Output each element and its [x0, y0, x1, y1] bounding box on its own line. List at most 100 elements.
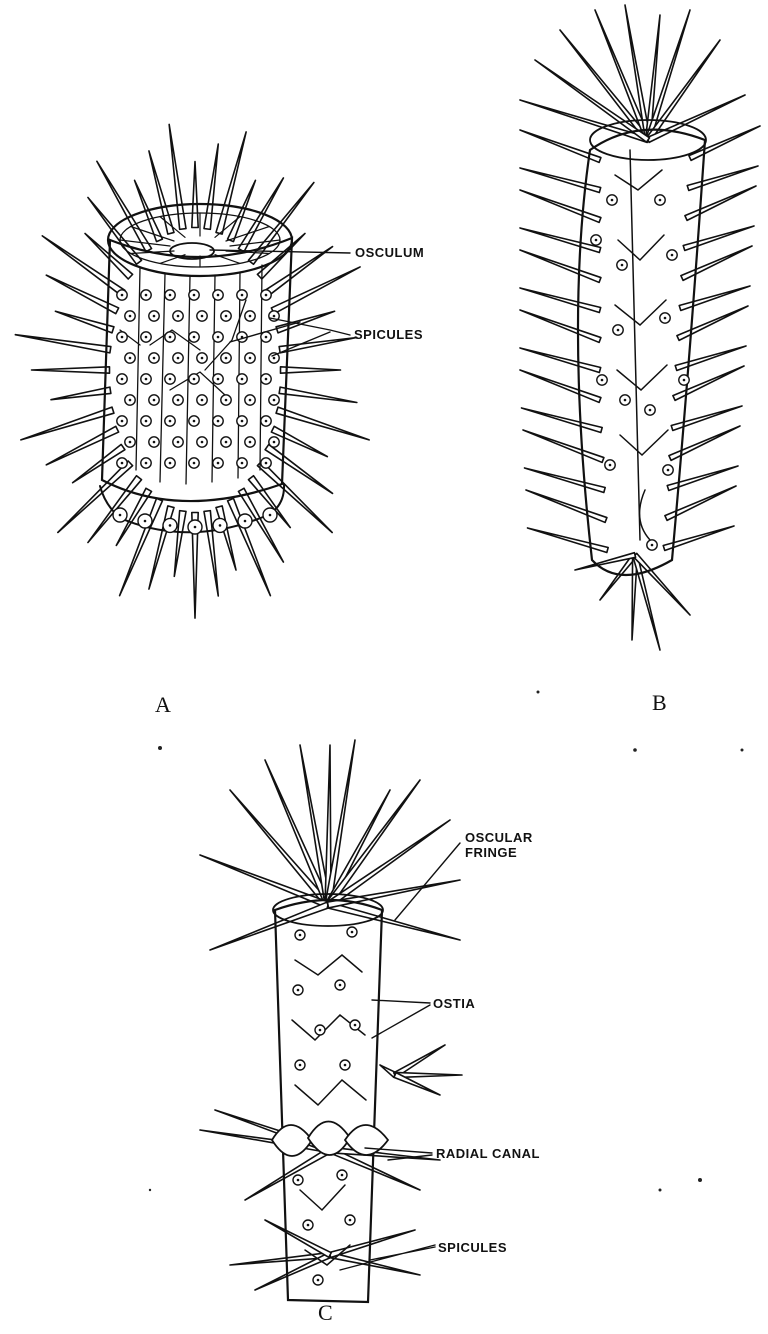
label-radial-canal: RADIAL CANAL — [436, 1146, 540, 1161]
spicule — [32, 367, 110, 373]
ostium-center — [225, 357, 228, 360]
spicule — [520, 228, 601, 253]
ostium-center — [177, 357, 180, 360]
ostium-center — [651, 544, 654, 547]
ostium-center — [664, 317, 667, 320]
figure-b-sponge — [520, 5, 760, 650]
ostium-center — [194, 526, 197, 529]
ostium-center — [225, 399, 228, 402]
panel-letter-c: C — [318, 1300, 333, 1326]
ostium-center — [265, 294, 268, 297]
ostium-center — [319, 1029, 322, 1032]
ostium-center — [169, 420, 172, 423]
label-spicules-c: SPICULES — [438, 1240, 507, 1255]
ostium-center — [121, 336, 124, 339]
label-oscular-fringe-line1: OSCULAR — [465, 830, 533, 845]
ostium-center — [249, 399, 252, 402]
ostium-center — [297, 989, 300, 992]
ostium-center — [121, 294, 124, 297]
ostium-center — [129, 357, 132, 360]
label-oscular-fringe-line2: FRINGE — [465, 845, 517, 860]
ostium-center — [129, 399, 132, 402]
spicule — [281, 367, 341, 373]
spicule — [520, 190, 601, 222]
ostium-center — [121, 420, 124, 423]
ostium-center — [265, 378, 268, 381]
ostium-center — [273, 315, 276, 318]
spicule — [271, 267, 360, 314]
ostium-center — [193, 294, 196, 297]
ostium-center — [145, 294, 148, 297]
ostium-center — [354, 1024, 357, 1027]
ostium-center — [269, 514, 272, 517]
ostium-center — [217, 462, 220, 465]
ostium-center — [177, 315, 180, 318]
ostium-center — [265, 420, 268, 423]
ostium-center — [265, 336, 268, 339]
ostium-center — [601, 379, 604, 382]
spicule — [522, 408, 603, 433]
scan-specks — [149, 691, 744, 1192]
figure-c-sponge — [200, 740, 462, 1302]
ostium-center — [624, 399, 627, 402]
ostium-center — [241, 378, 244, 381]
spicule — [523, 430, 604, 462]
spicule — [279, 338, 357, 353]
ostium-center — [297, 1179, 300, 1182]
ostium-center — [341, 1174, 344, 1177]
ostium-center — [351, 931, 354, 934]
ostium-center — [225, 441, 228, 444]
label-ostia: OSTIA — [433, 996, 475, 1011]
ostium-center — [219, 524, 222, 527]
spicule — [687, 166, 758, 190]
figure-b-spicules — [520, 5, 760, 650]
spicule — [204, 144, 218, 229]
ostium-center — [153, 357, 156, 360]
ostium-center — [144, 520, 147, 523]
figure-c-radial-canals — [272, 1122, 388, 1157]
spicule — [329, 1252, 420, 1275]
ostium-center — [667, 469, 670, 472]
spicule — [216, 506, 236, 570]
ostium-center — [299, 1064, 302, 1067]
ostium-center — [177, 399, 180, 402]
ostium-center — [609, 464, 612, 467]
figure-b-ostia — [591, 195, 689, 550]
spicule — [679, 286, 750, 310]
spicule — [683, 226, 754, 250]
ostium-center — [241, 294, 244, 297]
ostium-center — [244, 520, 247, 523]
figure-a-sponge — [15, 124, 369, 618]
ostium-center — [121, 462, 124, 465]
ostium-center — [193, 378, 196, 381]
ostium-center — [193, 420, 196, 423]
ostium-center — [145, 336, 148, 339]
ostium-center — [299, 934, 302, 937]
ostium-center — [683, 379, 686, 382]
spicule — [520, 250, 601, 282]
spicule — [520, 370, 601, 402]
spicule — [230, 790, 330, 907]
ostium-center — [153, 399, 156, 402]
panel-letter-b: B — [652, 690, 667, 716]
ostium-center — [153, 441, 156, 444]
ostium-center — [145, 420, 148, 423]
spicule — [265, 1220, 331, 1257]
ostium-center — [201, 315, 204, 318]
spicule — [15, 335, 111, 353]
spicule — [192, 162, 198, 228]
spicule — [685, 186, 756, 220]
ostium-center — [249, 315, 252, 318]
ostium-center — [153, 315, 156, 318]
ostium-center — [129, 315, 132, 318]
label-spicules-a: SPICULES — [354, 327, 423, 342]
ostium-center — [169, 462, 172, 465]
ostium-center — [169, 336, 172, 339]
ostium-center — [241, 462, 244, 465]
spicule — [677, 306, 748, 340]
ostium-center — [201, 441, 204, 444]
ostium-center — [217, 420, 220, 423]
spicule — [525, 468, 606, 493]
spicule — [681, 246, 752, 280]
